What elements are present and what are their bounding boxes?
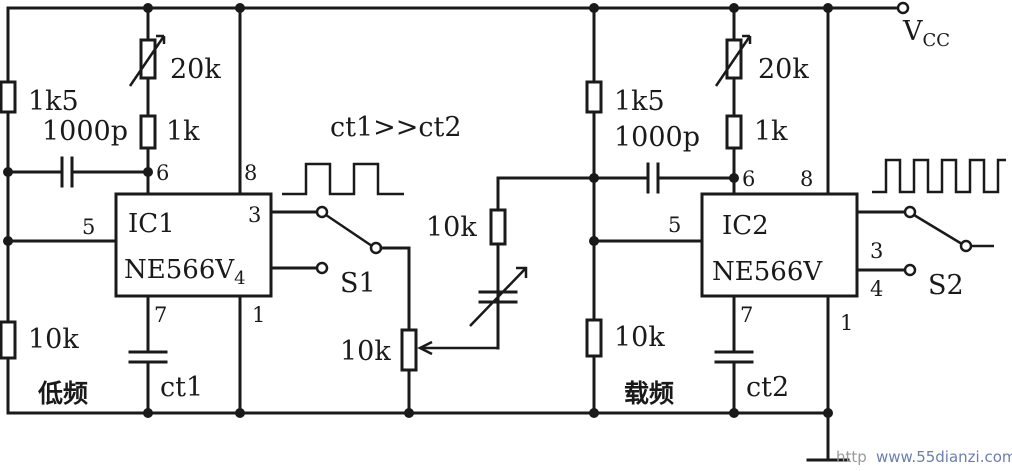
- ic2-pin5: 5: [668, 213, 681, 237]
- ic2-pin6: 6: [742, 167, 755, 191]
- cap-1000p-right-label: 1000p: [614, 122, 700, 153]
- ic1-pin1: 1: [252, 303, 265, 327]
- s2-contact-a: [903, 205, 917, 219]
- cap-1000p-left-label: 1000p: [42, 116, 128, 147]
- ic2-part: NE566V: [712, 257, 823, 287]
- ic1-part: NE566V4: [124, 255, 246, 289]
- s1-contact-b: [315, 261, 329, 275]
- resistor-1k5-right-label: 1k5: [614, 86, 665, 117]
- resistor-1k-right-label: 1k: [754, 116, 788, 147]
- resistor-10k-right: [585, 318, 603, 358]
- section-low-frequency-label: 低频: [37, 379, 88, 408]
- vcc-terminal: [896, 1, 910, 15]
- pot-20k-right-arrow: [714, 35, 752, 87]
- resistor-1k5-left: [0, 80, 17, 114]
- resistor-10k-middle: [489, 208, 507, 246]
- switch-s2-lever[interactable]: [913, 213, 963, 246]
- right-oscillator: 1k5 10k 1000p 20k 1k IC2 NE566V 6 8 5 3 …: [585, 6, 1006, 415]
- resistor-1k5-left-label: 1k5: [28, 86, 79, 117]
- ic1-name: IC1: [128, 209, 175, 239]
- frequency-relation-label: ct1>>ct2: [330, 112, 462, 143]
- resistor-10k-left: [0, 320, 17, 360]
- ic1-pin8: 8: [244, 161, 257, 185]
- s1-contact-a: [315, 205, 329, 219]
- switch-s2-label: S2: [928, 270, 964, 301]
- coupling-network: 10k 10k: [340, 176, 596, 415]
- low-frequency-waveform: [282, 162, 404, 196]
- varicap-arrow: [469, 267, 527, 327]
- ic1-pin5: 5: [82, 215, 95, 239]
- ic2-name: IC2: [722, 211, 769, 241]
- ic1-pin6: 6: [156, 161, 169, 185]
- watermark-site: www.55dianzi.com: [876, 448, 1012, 466]
- cap-ct2-label: ct2: [746, 372, 789, 403]
- resistor-1k-left-label: 1k: [166, 116, 200, 147]
- ic2-pin1: 1: [840, 311, 853, 335]
- pot-20k-left-arrow: [128, 35, 166, 87]
- switch-s1-lever[interactable]: [325, 213, 373, 248]
- junctions: [3, 3, 833, 418]
- pot-10k-middle-label: 10k: [340, 336, 391, 367]
- resistor-1k-right: [725, 114, 743, 150]
- switch-s1-label: S1: [340, 268, 376, 299]
- ic1-pin3: 3: [248, 203, 261, 227]
- ic2-pin3: 3: [870, 239, 883, 263]
- pot-20k-left-label: 20k: [170, 54, 221, 85]
- resistor-1k5-right: [585, 80, 603, 114]
- resistor-10k-left-label: 10k: [28, 324, 79, 355]
- ic1-pin7: 7: [154, 303, 167, 327]
- cap-ct1-label: ct1: [160, 372, 203, 403]
- ic2-pin7: 7: [740, 303, 753, 327]
- s2-common: [959, 239, 973, 253]
- resistor-1k-left: [139, 114, 157, 150]
- left-oscillator: 1k5 10k 1000p 20k 1k IC1 NE566V4 6 8 3 5…: [0, 6, 462, 415]
- resistor-10k-middle-label: 10k: [426, 212, 477, 243]
- resistor-10k-right-label: 10k: [614, 322, 665, 353]
- s2-contact-b: [903, 263, 917, 277]
- pot-10k-middle: [400, 328, 418, 372]
- ic2-box: [700, 192, 859, 298]
- ic2-pin4: 4: [870, 277, 883, 301]
- watermark-http: http: [836, 448, 867, 466]
- ic1-box: [114, 192, 273, 298]
- pot-20k-right-label: 20k: [758, 54, 809, 85]
- carrier-waveform: [872, 158, 1006, 194]
- vcc-label: VCC: [902, 16, 950, 51]
- section-carrier-frequency-label: 载频: [624, 379, 674, 408]
- ic2-pin8: 8: [800, 167, 813, 191]
